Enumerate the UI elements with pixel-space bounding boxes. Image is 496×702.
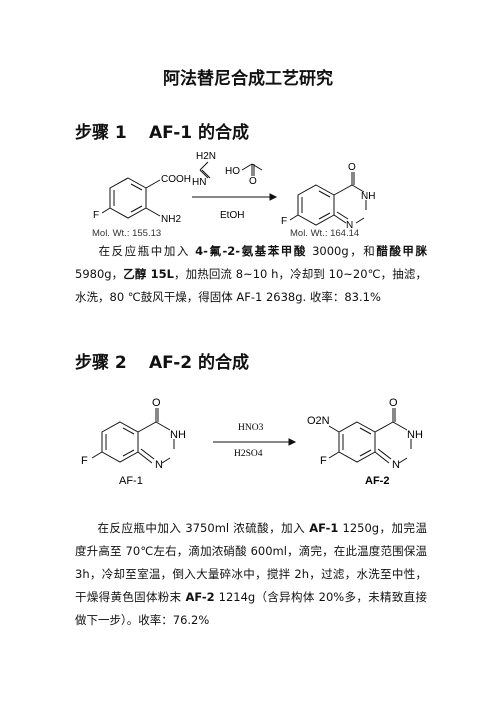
step2-number: 步骤 2 bbox=[75, 353, 127, 373]
product-benzene-ring bbox=[297, 184, 335, 226]
af2-benzene-ring bbox=[338, 421, 376, 463]
af2-oxygen-label: O bbox=[389, 397, 398, 409]
oxygen-label: O bbox=[249, 176, 257, 187]
h2n-label: H2N bbox=[196, 151, 216, 162]
start-mol-weight: Mol. Wt.: 155.13 bbox=[92, 228, 161, 239]
af1-oxygen-label: O bbox=[152, 397, 161, 409]
step1-number: 步骤 1 bbox=[75, 123, 127, 143]
cooh-label: COOH bbox=[161, 174, 191, 185]
step2-heading: 步骤 2 AF-2 的合成 bbox=[75, 348, 249, 373]
af1-benzene-ring bbox=[101, 421, 139, 463]
hn-label: HN bbox=[192, 177, 206, 188]
fluorine-label: F bbox=[93, 210, 99, 221]
step2-paragraph: 在反应瓶中加入 3750ml 浓硫酸，加入 AF-1 1250g，加完温度升高至… bbox=[75, 521, 428, 627]
step2-reaction-scheme: O NH N F HNO3 H2SO4 O2N O NH N F AF-1 AF… bbox=[81, 397, 423, 487]
product-nh-label: NH bbox=[361, 191, 375, 202]
af2-fluorine-label: F bbox=[320, 455, 327, 467]
step1-heading: 步骤 1 AF-1 的合成 bbox=[75, 118, 249, 143]
product-af2: AF-2 bbox=[185, 590, 215, 604]
reagent-aminobenzoic-acid: 4-氟-2-氨基苯甲酸 bbox=[195, 244, 307, 258]
af1-fluorine-label: F bbox=[81, 455, 88, 467]
af1-n-label: N bbox=[155, 459, 163, 471]
nh2-label: NH2 bbox=[161, 214, 181, 225]
product-oxygen-label: O bbox=[348, 162, 356, 173]
af1-nh-label: NH bbox=[170, 429, 186, 441]
step1-reaction-scheme: COOH NH2 F H2N HN HO O EtOH O NH N F Mol… bbox=[92, 151, 375, 239]
nitro-group-label: O2N bbox=[307, 415, 330, 427]
solvent-ethanol: 乙醇 15L bbox=[123, 267, 174, 281]
af2-n-label: N bbox=[392, 459, 400, 471]
sulfuric-acid-label: H2SO4 bbox=[234, 449, 263, 459]
reagent-af1: AF-1 bbox=[309, 521, 339, 535]
product-n-label: N bbox=[346, 220, 353, 231]
nitric-acid-label: HNO3 bbox=[238, 423, 264, 433]
product-mol-weight: Mol. Wt.: 164.14 bbox=[290, 228, 359, 239]
step1-paragraph: 在反应瓶中加入 4-氟-2-氨基苯甲酸 3000g，和醋酸甲脒5980g，乙醇 … bbox=[75, 244, 427, 304]
reagent-formamidine-acetate: 醋酸甲脒 bbox=[376, 244, 427, 258]
af2-compound-label: AF-2 bbox=[365, 475, 389, 487]
af2-nh-label: NH bbox=[407, 429, 423, 441]
step1-title: AF-1 的合成 bbox=[149, 123, 250, 143]
step2-title: AF-2 的合成 bbox=[149, 353, 250, 373]
start-benzene-ring bbox=[109, 177, 147, 219]
ho-label: HO bbox=[225, 166, 240, 177]
product-fluorine-label: F bbox=[281, 216, 287, 227]
solvent-label: EtOH bbox=[220, 210, 244, 221]
af1-compound-label: AF-1 bbox=[119, 475, 143, 487]
document-title: 阿法替尼合成工艺研究 bbox=[163, 69, 333, 89]
